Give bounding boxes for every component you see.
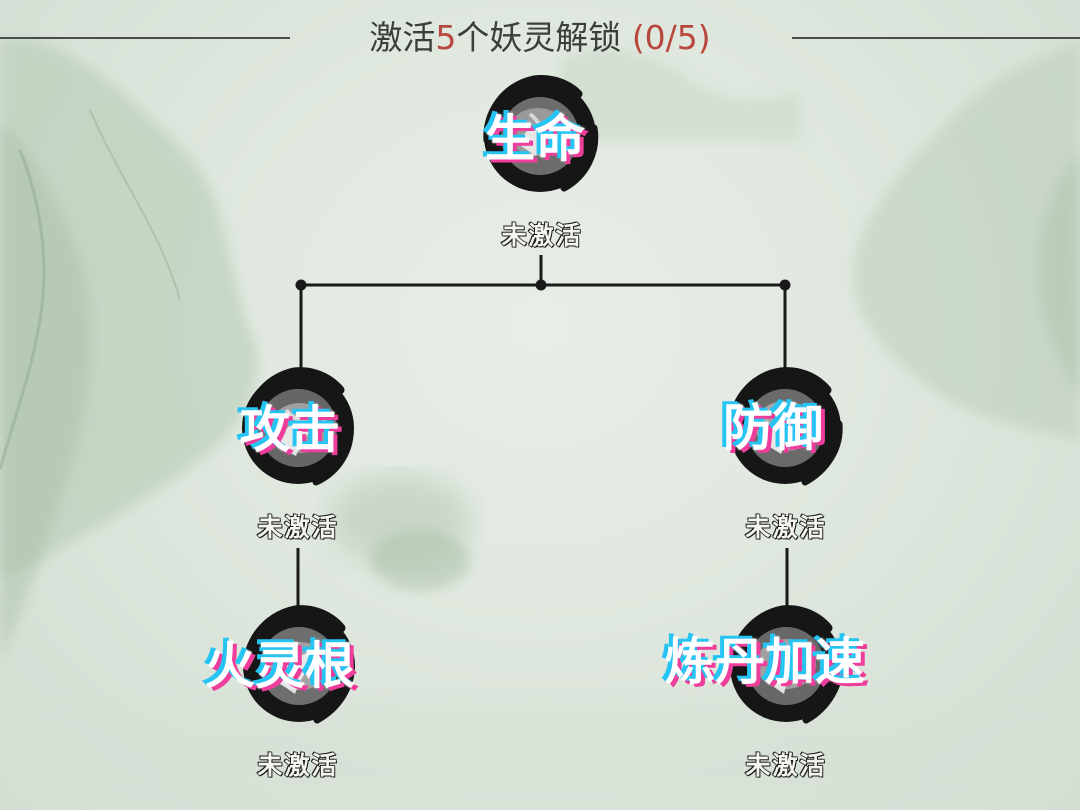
- junction-dot-left: [295, 279, 307, 291]
- node-status-fire-root: 未激活: [257, 750, 339, 781]
- header-divider-right: [792, 37, 1080, 39]
- title-prefix: 激活: [369, 18, 436, 57]
- required-count: 5: [435, 18, 457, 57]
- junction-dot-right: [779, 279, 791, 291]
- node-status-defense: 未激活: [745, 512, 827, 543]
- caption-alchemy-speed: 炼丹加速: [665, 633, 865, 691]
- skill-node-fire-root[interactable]: [237, 604, 361, 728]
- skill-node-life[interactable]: [478, 74, 602, 198]
- node-status-life: 未激活: [501, 220, 583, 251]
- skill-node-defense[interactable]: [723, 366, 847, 490]
- title-suffix: 个妖灵解锁: [456, 18, 622, 57]
- unlock-requirement-title: 激活5个妖灵解锁 (0/5): [300, 14, 780, 62]
- node-status-attack: 未激活: [257, 512, 339, 543]
- header-divider-left: [0, 37, 290, 39]
- junction-dot-center: [535, 279, 547, 291]
- skill-node-attack[interactable]: [236, 366, 360, 490]
- ink-brush-circle-icon: [243, 605, 355, 724]
- skill-node-alchemy-speed[interactable]: [724, 604, 848, 728]
- ink-brush-circle-icon: [242, 367, 354, 486]
- ink-brush-circle-icon: [728, 367, 843, 486]
- ink-brush-circle-icon: [729, 605, 844, 724]
- ink-brush-circle-icon: [483, 75, 599, 192]
- caption-attack: 攻击: [240, 401, 340, 459]
- caption-life: 生命: [485, 110, 585, 168]
- unlock-progress: (0/5): [631, 18, 711, 57]
- caption-defense: 防御: [723, 399, 823, 457]
- node-status-alchemy-speed: 未激活: [745, 750, 827, 781]
- caption-fire-root: 火灵根: [205, 637, 355, 695]
